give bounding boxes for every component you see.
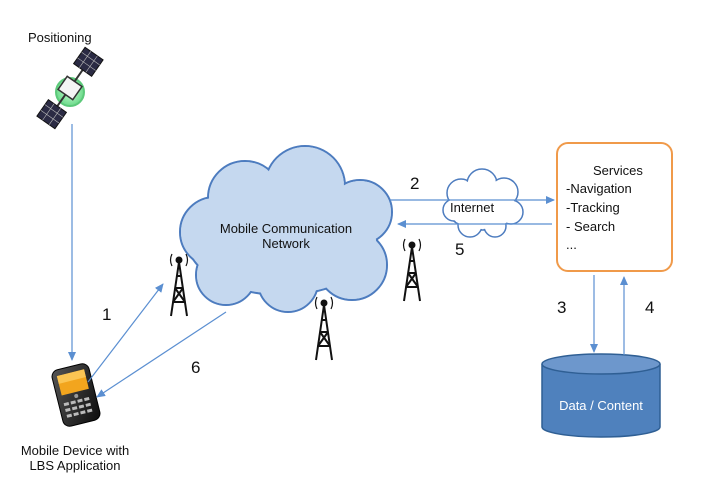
cell-tower-icon <box>314 296 334 361</box>
mobile-phone-icon <box>51 363 101 427</box>
data-content-database <box>541 353 661 438</box>
cell-tower-icon <box>402 238 422 302</box>
step-5-label: 5 <box>455 240 465 259</box>
step-1-label: 1 <box>102 305 112 324</box>
network-cloud <box>179 145 393 313</box>
network-label-line2: Network <box>262 235 310 251</box>
step-4-label: 4 <box>645 298 655 317</box>
services-item-more: ... <box>566 237 577 252</box>
device-label-line1: Mobile Device with <box>20 443 130 458</box>
step-6-label: 6 <box>191 358 201 377</box>
device-label-line2: LBS Application <box>29 457 121 473</box>
services-item-tracking: -Tracking <box>566 200 620 215</box>
network-label-line1: Mobile Communication <box>219 221 353 236</box>
arrow-6-network-to-device <box>96 311 227 398</box>
services-item-search: - Search <box>566 219 616 234</box>
services-title: Services <box>593 163 643 178</box>
services-item-navigation: -Navigation <box>566 181 632 196</box>
satellite-icon <box>36 46 104 130</box>
step-2-label: 2 <box>410 174 420 193</box>
arrow-1-device-to-tower <box>87 283 164 383</box>
services-box <box>556 142 673 272</box>
device-label: Mobile Device with LBS Application <box>0 443 150 474</box>
database-label: Data / Content <box>559 398 643 413</box>
network-label: Mobile Communication Network <box>198 221 374 252</box>
positioning-label: Positioning <box>28 30 92 45</box>
cell-tower-icon <box>169 253 189 317</box>
internet-label: Internet <box>450 200 495 215</box>
step-3-label: 3 <box>557 298 567 317</box>
